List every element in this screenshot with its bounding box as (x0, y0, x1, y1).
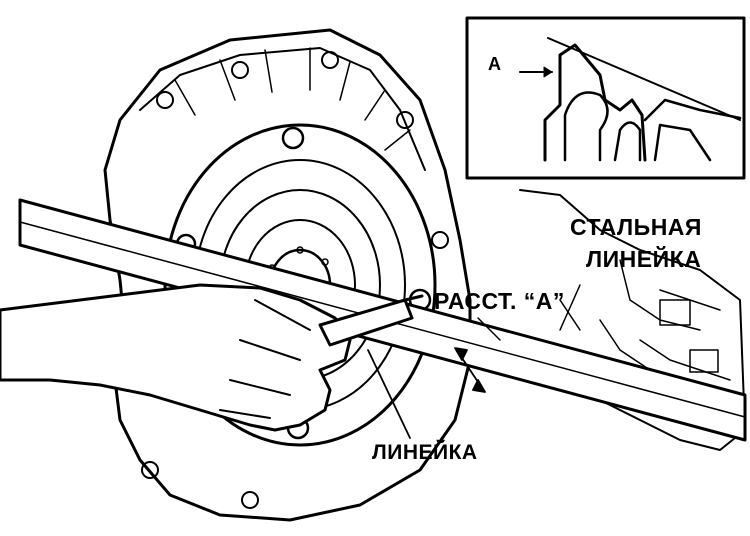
housing-flange (139, 47, 426, 171)
hand-finger-lines (219, 299, 311, 419)
dimension-a-line (459, 354, 481, 386)
steel-ruler-label-line2: ЛИНЕЙКА (586, 246, 702, 272)
flange-bolt (241, 491, 259, 509)
inset-profile (543, 43, 647, 162)
inset-pointer-arrow (543, 66, 553, 78)
leader-distance (477, 317, 501, 341)
flange-bolt (141, 461, 159, 479)
ruler-label: ЛИНЕЙКА (372, 441, 478, 464)
inset-marker-label: A (488, 54, 502, 74)
leader-steel (559, 284, 581, 331)
valve-block (659, 299, 691, 326)
depth-ruler (318, 298, 414, 347)
flange-bolt (396, 111, 414, 129)
inset-profile-inner (563, 91, 642, 162)
dimension-a-arrow-down (472, 379, 486, 393)
dimension-a-arrow-up (454, 347, 468, 361)
inset-straightedge (547, 37, 741, 121)
inset-housing-edge (643, 98, 742, 162)
steel-ruler-label-line1: СТАЛЬНАЯ (570, 214, 702, 240)
converter-stud (281, 126, 305, 150)
distance-a-label: РАССТ. “A” (434, 288, 565, 314)
leader-ruler (367, 349, 411, 439)
flange-bolt (156, 91, 174, 109)
valve-block (689, 349, 719, 373)
housing-ribs (174, 47, 411, 151)
flange-bolt (321, 51, 339, 69)
ruler-tip (403, 294, 424, 302)
flange-bolt (231, 61, 249, 79)
flange-bolt (431, 231, 449, 249)
hand (0, 283, 352, 432)
